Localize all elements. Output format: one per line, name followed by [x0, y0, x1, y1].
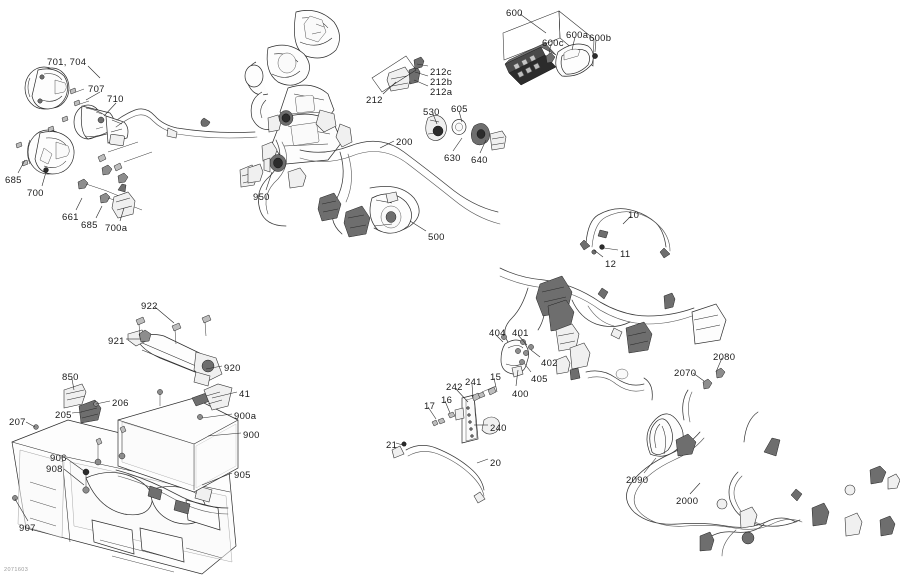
- callout-405: 405: [531, 374, 548, 385]
- callout-907: 907: [19, 523, 36, 534]
- sheet-watermark: 2071603: [4, 567, 29, 573]
- callout-402: 402: [541, 358, 558, 369]
- callout-212a: 212a: [430, 87, 453, 98]
- callout-700: 700: [27, 188, 44, 199]
- group-600-fuse-box: [502, 10, 598, 86]
- callout-922: 922: [141, 301, 158, 312]
- callout-21: 21: [386, 440, 398, 451]
- callout-605: 605: [451, 104, 468, 115]
- callout-701-704: 701, 704: [47, 57, 87, 68]
- callout-905: 905: [234, 470, 251, 481]
- group-200-engine-harness: [115, 10, 507, 238]
- callout-2090: 2090: [626, 475, 649, 486]
- callout-20: 20: [490, 458, 502, 469]
- group-2000-rear-harness: [569, 367, 900, 557]
- group-240-bracket: [391, 385, 500, 504]
- callout-640: 640: [471, 155, 488, 166]
- callout-212c: 212c: [430, 67, 452, 78]
- callout-600b: 600b: [589, 33, 612, 44]
- callout-241: 241: [465, 377, 482, 388]
- callout-212: 212: [366, 95, 383, 106]
- callout-11: 11: [620, 249, 631, 260]
- callout-900a: 900a: [234, 411, 257, 422]
- callout-242: 242: [446, 382, 463, 393]
- callout-12: 12: [605, 259, 617, 270]
- callout-950: 950: [253, 192, 270, 203]
- callout-921: 921: [108, 336, 125, 347]
- callout-710: 710: [107, 94, 124, 105]
- callout-707: 707: [88, 84, 105, 95]
- callout-908: 908: [46, 464, 63, 475]
- callout-401: 401: [512, 328, 529, 339]
- callout-661: 661: [62, 212, 79, 223]
- callout-2070: 2070: [674, 368, 697, 379]
- callout-630: 630: [444, 153, 461, 164]
- callout-240: 240: [490, 423, 507, 434]
- callout-207: 207: [9, 417, 26, 428]
- callout-700a: 700a: [105, 223, 128, 234]
- group-battery-cables: [579, 208, 671, 259]
- group-main-harness: [499, 267, 727, 375]
- callout-530: 530: [423, 107, 440, 118]
- callout-685-b: 685: [81, 220, 98, 231]
- callout-906: 906: [50, 453, 67, 464]
- callout-41: 41: [239, 389, 251, 400]
- callout-850: 850: [62, 372, 79, 383]
- callout-600a: 600a: [566, 30, 589, 41]
- callout-17: 17: [424, 401, 436, 412]
- callout-16: 16: [441, 395, 453, 406]
- callout-400: 400: [512, 389, 529, 400]
- callout-500: 500: [428, 232, 445, 243]
- callout-600: 600: [506, 8, 523, 19]
- callout-685-a: 685: [5, 175, 22, 186]
- callout-205: 205: [55, 410, 72, 421]
- callout-10: 10: [628, 210, 640, 221]
- callout-212b: 212b: [430, 77, 453, 88]
- callout-2080: 2080: [713, 352, 736, 363]
- callout-900: 900: [243, 430, 260, 441]
- callout-404: 404: [489, 328, 506, 339]
- callout-15: 15: [490, 372, 502, 383]
- callout-206: 206: [112, 398, 129, 409]
- callout-600c: 600c: [542, 38, 564, 49]
- callout-920: 920: [224, 363, 241, 374]
- group-900-battery-tray: [11, 314, 239, 575]
- callout-200: 200: [396, 137, 413, 148]
- callout-2000: 2000: [676, 496, 699, 507]
